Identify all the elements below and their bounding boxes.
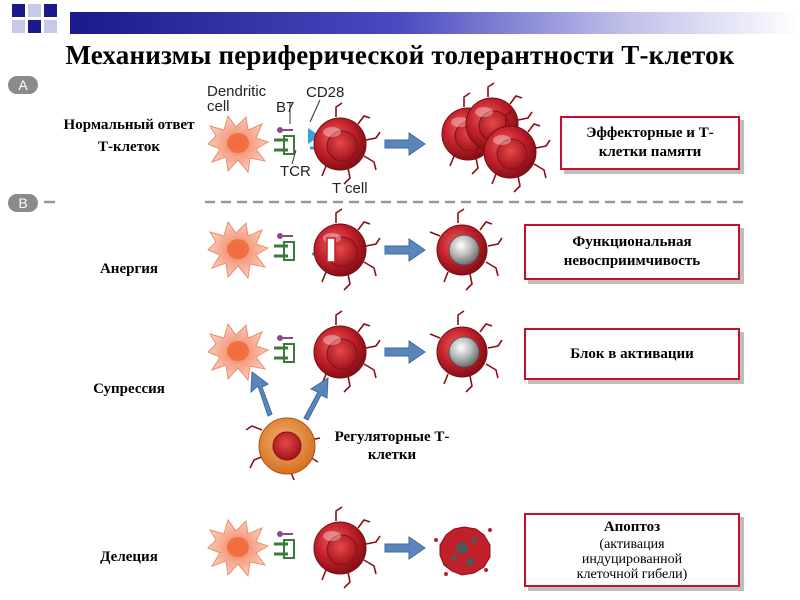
label-dendritic-cell: Dendritic cell [207, 83, 267, 115]
synapse-b7-cd28 [272, 125, 296, 156]
label-cd28: CD28 [306, 84, 345, 101]
header-gradient-bar [70, 12, 800, 34]
t-cell [313, 506, 381, 589]
outcome-suppression-text: Блок в активации [570, 345, 694, 362]
row-label-normal: Нормальный ответ Т-клеток [63, 117, 195, 155]
label-b7: B7 [276, 99, 295, 116]
row-suppression-graphic [207, 310, 503, 481]
decorative-squares [12, 4, 57, 33]
row-anergy-graphic [207, 208, 503, 291]
label-tcr: TCR [280, 163, 311, 180]
row-label-deletion: Делеция [100, 549, 158, 565]
block-marker [326, 237, 336, 263]
regulatory-t-cells-label: Регуляторные Т-клетки [334, 429, 450, 463]
row-deletion-graphic [207, 506, 492, 589]
suppression-arrow-to-tcell [303, 377, 329, 421]
suppression-arrow-to-dc [250, 371, 273, 417]
outcome-suppression-box: Блок в активации [524, 328, 740, 380]
arrow-deletion [384, 536, 426, 560]
anergic-t-cell [429, 208, 503, 291]
apoptotic-cell [434, 526, 492, 576]
dendritic-cell [207, 115, 269, 173]
row-label-suppression: Супрессия [93, 381, 165, 397]
row-normal-graphic [207, 82, 551, 193]
outcome-anergy-text: Функциональная невосприимчивость [563, 234, 701, 269]
panel-tag-b: B [8, 194, 38, 212]
t-cell [313, 208, 381, 291]
panel-tag-a: A [8, 76, 38, 94]
regulatory-t-cell [245, 417, 321, 481]
synapse [272, 529, 296, 560]
arrow-normal [384, 132, 426, 156]
t-cell [313, 102, 381, 185]
outcome-anergy-box: Функциональная невосприимчивость [524, 224, 740, 280]
outcome-deletion-title: Апоптоз [603, 519, 661, 535]
row-label-anergy: Анергия [99, 261, 159, 277]
t-cell [313, 310, 381, 393]
outcome-deletion-box: Апоптоз (активация индуцированной клеточ… [524, 513, 740, 587]
synapse [272, 231, 296, 262]
dendritic-cell [207, 323, 269, 381]
costimulation-signal [308, 128, 320, 144]
dendritic-cell [207, 221, 269, 279]
arrow-anergy [384, 238, 426, 262]
dendritic-cell [207, 519, 269, 577]
label-t-cell: T cell [332, 180, 368, 197]
page-title: Механизмы периферической толерантности Т… [65, 40, 735, 70]
synapse [272, 333, 296, 364]
suppressed-t-cell [429, 310, 503, 393]
arrow-suppression [384, 340, 426, 364]
outcome-deletion-detail: (активация индуцированной клеточной гибе… [576, 537, 688, 582]
outcome-normal-text: Эффекторные и Т-клетки памяти [586, 125, 714, 160]
cd28-pointer [309, 99, 321, 123]
tcr-pointer [291, 149, 297, 165]
outcome-normal-box: Эффекторные и Т-клетки памяти [560, 116, 740, 170]
